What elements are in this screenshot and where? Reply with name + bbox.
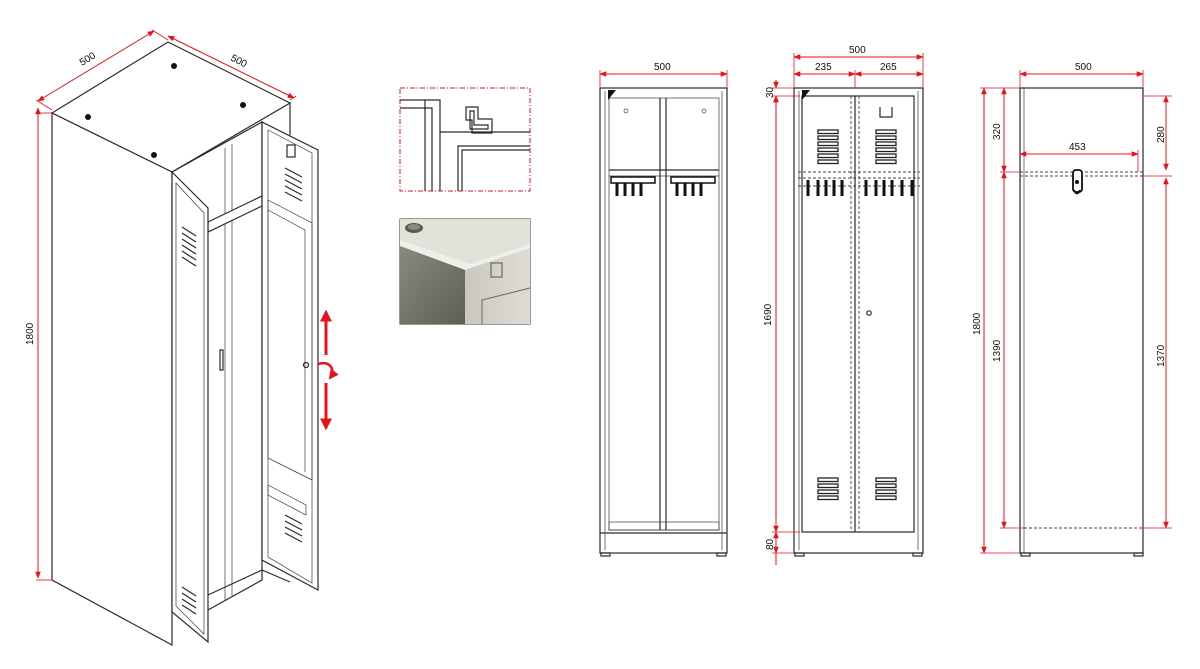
dim-side-height: 1800 bbox=[972, 312, 983, 335]
dim-left-door: 235 bbox=[815, 62, 832, 73]
adjustment-arrows bbox=[317, 309, 339, 431]
dim-side-width: 500 bbox=[1075, 62, 1092, 73]
dim-base-height: 80 bbox=[765, 538, 776, 550]
dim-top-gap: 30 bbox=[765, 86, 776, 98]
front-view-doors: 500 235 265 30 1690 80 bbox=[763, 45, 924, 565]
dim-right-door: 265 bbox=[880, 62, 897, 73]
isometric-view: 500 500 1800 bbox=[25, 29, 339, 647]
door-vents-bottom bbox=[817, 477, 897, 501]
coat-hooks-hidden bbox=[806, 180, 914, 196]
dim-door-height: 1690 bbox=[763, 303, 774, 326]
dim-lower-right: 1370 bbox=[1156, 344, 1167, 367]
dim-shelf-width: 453 bbox=[1069, 142, 1086, 153]
side-view: 500 453 1800 320 1390 280 1370 bbox=[972, 62, 1172, 557]
door-right-vents bbox=[284, 167, 303, 543]
door-vents-top bbox=[817, 129, 897, 165]
dim-lower-left: 1390 bbox=[992, 339, 1003, 362]
corner-detail-photo bbox=[399, 218, 531, 325]
coat-hooks-interior bbox=[610, 176, 716, 196]
door-left-vents bbox=[181, 226, 197, 615]
dim-overall-width: 500 bbox=[849, 45, 866, 56]
dim-front-width: 500 bbox=[654, 62, 671, 73]
dim-iso-depth: 500 bbox=[78, 50, 98, 68]
padlock-hasp bbox=[1072, 169, 1083, 195]
dim-shelf-top-left: 320 bbox=[992, 123, 1003, 140]
front-view-interior: 500 bbox=[599, 62, 728, 557]
dim-shelf-top-right: 280 bbox=[1156, 126, 1167, 143]
dim-iso-height: 1800 bbox=[25, 322, 36, 345]
corner-detail-drawing bbox=[399, 87, 531, 192]
